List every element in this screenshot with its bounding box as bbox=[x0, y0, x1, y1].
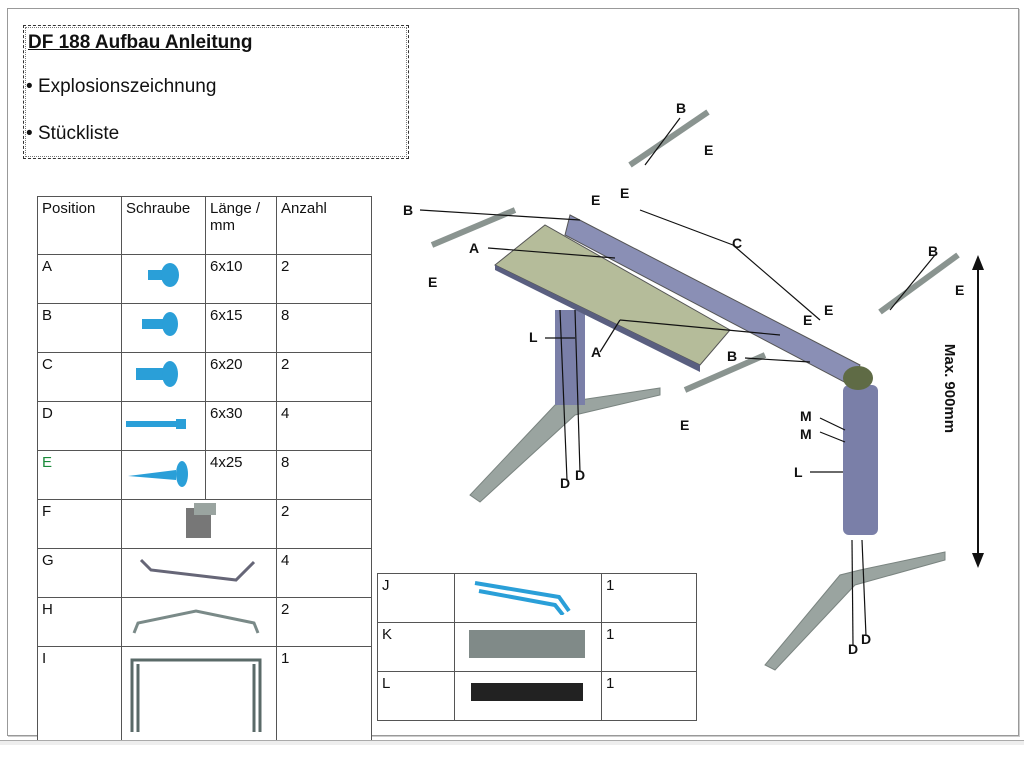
header-length: Länge / mm bbox=[205, 196, 277, 255]
table-cell: 2 bbox=[276, 597, 372, 647]
table-cell: D bbox=[37, 401, 122, 451]
table-cell: 4x25 bbox=[205, 450, 277, 500]
table-cell: 2 bbox=[276, 499, 372, 549]
screw-a-icon bbox=[121, 254, 206, 304]
label-a: A bbox=[469, 240, 480, 256]
label-d: D bbox=[848, 641, 859, 657]
label-b: B bbox=[928, 243, 939, 259]
allen-key-j-icon bbox=[454, 573, 602, 623]
label-c: C bbox=[732, 235, 743, 251]
frame-i-icon bbox=[121, 646, 277, 742]
label-e: E bbox=[680, 417, 690, 433]
table-cell: 6x20 bbox=[205, 352, 277, 402]
label-b: B bbox=[727, 348, 738, 364]
table-cell: K bbox=[377, 622, 455, 672]
bullet-item: • Explosionszeichnung bbox=[26, 76, 217, 97]
page-title: DF 188 Aufbau Anleitung bbox=[28, 32, 253, 53]
table-cell: 6x10 bbox=[205, 254, 277, 304]
table-cell: 1 bbox=[601, 622, 697, 672]
table-cell: 8 bbox=[276, 303, 372, 353]
max-height-label: Max. 900mm bbox=[941, 343, 959, 434]
table-cell: I bbox=[37, 646, 122, 742]
label-b: B bbox=[676, 100, 687, 116]
label-m: M bbox=[800, 426, 812, 442]
table-cell: E bbox=[37, 450, 122, 500]
label-d: D bbox=[575, 467, 586, 483]
table-cell: 1 bbox=[601, 573, 697, 623]
title-box: DF 188 Aufbau Anleitung • Explosionszeic… bbox=[23, 25, 409, 159]
table-cell: 4 bbox=[276, 548, 372, 598]
screw-e-icon bbox=[121, 450, 206, 500]
table-cell: 2 bbox=[276, 352, 372, 402]
table-cell: A bbox=[37, 254, 122, 304]
label-e: E bbox=[824, 302, 834, 318]
table-cell: L bbox=[377, 671, 455, 721]
label-e: E bbox=[704, 142, 714, 158]
strip-l-icon bbox=[454, 671, 602, 721]
header-screw: Schraube bbox=[121, 196, 206, 255]
table-cell: 6x30 bbox=[205, 401, 277, 451]
label-e: E bbox=[591, 192, 601, 208]
label-l: L bbox=[529, 329, 538, 345]
label-e: E bbox=[620, 185, 630, 201]
table-cell: F bbox=[37, 499, 122, 549]
plate-k-icon bbox=[454, 622, 602, 672]
table-cell: 1 bbox=[276, 646, 372, 742]
label-a: A bbox=[591, 344, 602, 360]
table-cell: J bbox=[377, 573, 455, 623]
label-e: E bbox=[428, 274, 438, 290]
bracket-f-icon bbox=[121, 499, 277, 549]
table-cell: 2 bbox=[276, 254, 372, 304]
label-e: E bbox=[803, 312, 813, 328]
bullet-item: • Stückliste bbox=[26, 123, 120, 144]
screw-b-icon bbox=[121, 303, 206, 353]
label-m: M bbox=[800, 408, 812, 424]
drawing-page bbox=[7, 8, 1019, 736]
header-position: Position bbox=[37, 196, 122, 255]
table-cell: 4 bbox=[276, 401, 372, 451]
screw-d-icon bbox=[121, 401, 206, 451]
label-d: D bbox=[560, 475, 571, 491]
table-cell: 6x15 bbox=[205, 303, 277, 353]
table-cell: C bbox=[37, 352, 122, 402]
table-cell: 1 bbox=[601, 671, 697, 721]
horizontal-scrollbar[interactable] bbox=[0, 740, 1024, 745]
screw-c-icon bbox=[121, 352, 206, 402]
label-b: B bbox=[403, 202, 414, 218]
label-d: D bbox=[861, 631, 872, 647]
label-e: E bbox=[955, 282, 965, 298]
label-l: L bbox=[794, 464, 803, 480]
table-cell: 8 bbox=[276, 450, 372, 500]
